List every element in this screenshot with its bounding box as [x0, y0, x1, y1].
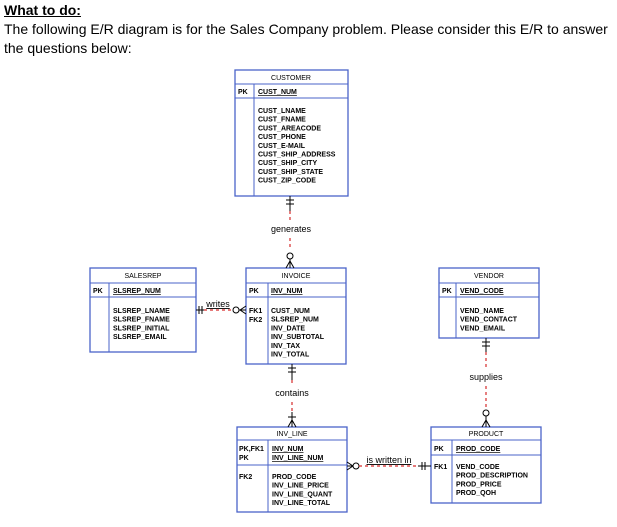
entity-invoice: INVOICE PK INV_NUM FK1 FK2 CUST_NUM SLSRE… [245, 267, 347, 365]
page-heading: What to do: [4, 2, 81, 18]
salesrep-attribute: SLSREP_FNAME [113, 317, 170, 324]
relationship-writes: writes [196, 299, 247, 315]
vendor-attribute: VEND_CONTACT [460, 317, 518, 324]
entity-customer: CUSTOMER PK CUST_NUM CUST_LNAME CUST_FNAM… [234, 69, 349, 197]
is-written-in-label: is written in [366, 455, 411, 465]
relationship-contains: contains [275, 364, 309, 428]
inv-line-pk2-field: INV_LINE_NUM [272, 455, 324, 462]
entity-inv-line: INV_LINE PK,FK1 PK INV_NUM INV_LINE_NUM … [236, 426, 348, 513]
salesrep-attribute: SLSREP_EMAIL [113, 334, 167, 341]
invoice-attribute: SLSREP_NUM [271, 317, 319, 324]
salesrep-title: SALESREP [125, 273, 162, 280]
product-attribute: PROD_DESCRIPTION [456, 473, 528, 480]
inv-line-attribute: PROD_CODE [272, 474, 317, 481]
inv-line-attribute: INV_LINE_TOTAL [272, 500, 331, 507]
invoice-fk1-label: FK1 [249, 308, 262, 315]
customer-pk-label: PK [238, 89, 248, 96]
relationship-is-written-in: is written in [346, 455, 431, 471]
inv-line-pk2-label: PK [239, 455, 249, 462]
inv-line-fk-label: FK2 [239, 474, 252, 481]
invoice-pk-field: INV_NUM [271, 288, 303, 295]
invoice-attribute: INV_DATE [271, 325, 305, 332]
inv-line-pk1-label: PK,FK1 [239, 446, 264, 453]
inv-line-attribute: INV_LINE_QUANT [272, 491, 333, 498]
relationship-generates: generates [271, 196, 312, 269]
relationship-supplies: supplies [469, 338, 503, 428]
invoice-attribute: INV_TOTAL [271, 352, 310, 359]
writes-label: writes [205, 299, 230, 309]
product-title: PRODUCT [469, 431, 504, 438]
customer-title: CUSTOMER [271, 75, 311, 82]
product-pk-label: PK [434, 446, 444, 453]
invoice-title: INVOICE [282, 273, 311, 280]
salesrep-attribute: SLSREP_INITIAL [113, 325, 170, 332]
entity-product: PRODUCT PK PROD_CODE FK1 VEND_CODE PROD_D… [430, 426, 542, 504]
invoice-attribute: CUST_NUM [271, 308, 310, 315]
customer-pk-field: CUST_NUM [258, 89, 297, 96]
salesrep-pk-field: SLSREP_NUM [113, 288, 161, 295]
intro-text: The following E/R diagram is for the Sal… [4, 21, 608, 56]
customer-attribute: CUST_ZIP_CODE [258, 178, 316, 185]
product-pk-field: PROD_CODE [456, 446, 501, 453]
invoice-fk2-label: FK2 [249, 317, 262, 324]
customer-attribute: CUST_LNAME [258, 108, 306, 115]
customer-attribute: CUST_SHIP_ADDRESS [258, 152, 336, 159]
customer-attribute: CUST_SHIP_STATE [258, 169, 323, 176]
inv-line-title: INV_LINE [276, 431, 307, 438]
salesrep-pk-label: PK [93, 288, 103, 295]
inv-line-pk1-field: INV_NUM [272, 446, 304, 453]
customer-attribute: CUST_PHONE [258, 134, 306, 141]
invoice-attribute: INV_SUBTOTAL [271, 334, 325, 341]
invoice-attribute: INV_TAX [271, 343, 300, 350]
product-fk-label: FK1 [434, 464, 447, 471]
supplies-label: supplies [469, 372, 503, 382]
customer-attribute: CUST_E-MAIL [258, 143, 306, 150]
entity-vendor: VENDOR PK VEND_CODE VEND_NAME VEND_CONTAC… [438, 267, 540, 339]
product-attribute: PROD_QOH [456, 490, 496, 497]
vendor-attribute: VEND_NAME [460, 308, 504, 315]
customer-attribute: CUST_FNAME [258, 117, 306, 124]
vendor-title: VENDOR [474, 273, 504, 280]
generates-label: generates [271, 224, 312, 234]
inv-line-attribute: INV_LINE_PRICE [272, 483, 329, 490]
customer-attribute: CUST_SHIP_CITY [258, 160, 317, 167]
product-attribute: VEND_CODE [456, 464, 500, 471]
contains-label: contains [275, 388, 309, 398]
vendor-attribute: VEND_EMAIL [460, 325, 506, 332]
vendor-pk-label: PK [442, 288, 452, 295]
customer-attribute: CUST_AREACODE [258, 125, 321, 132]
entity-salesrep: SALESREP PK SLSREP_NUM SLSREP_LNAMESLSRE… [89, 267, 197, 353]
invoice-pk-label: PK [249, 288, 259, 295]
salesrep-attribute: SLSREP_LNAME [113, 308, 170, 315]
product-attribute: PROD_PRICE [456, 481, 502, 488]
vendor-pk-field: VEND_CODE [460, 288, 504, 295]
